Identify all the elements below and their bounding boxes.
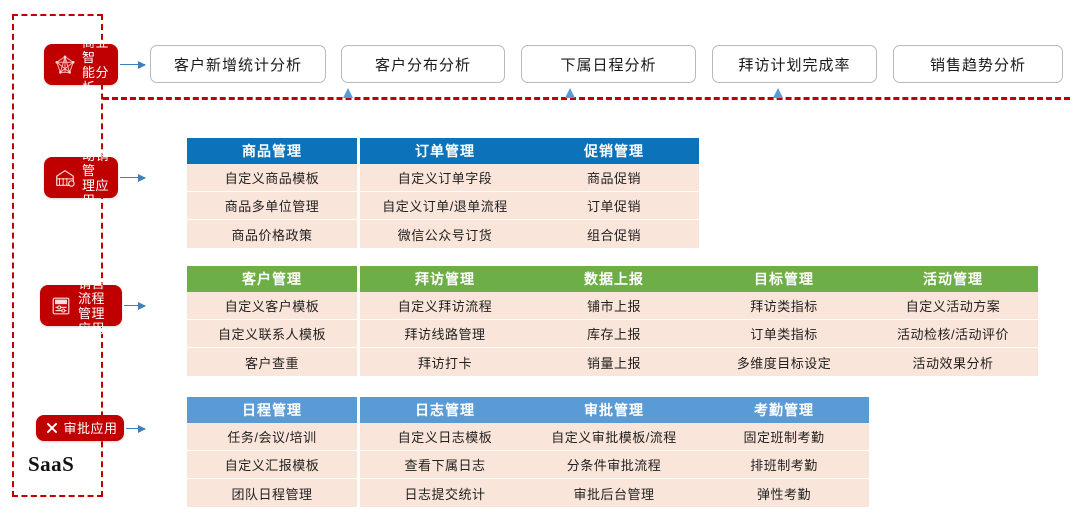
module-column-data-report: 数据上报 铺市上报 库存上报 销量上报 [529,266,699,376]
column-item[interactable]: 自定义日志模板 [360,423,530,451]
analysis-pill-3[interactable]: 拜访计划完成率 [712,45,877,83]
column-item[interactable]: 拜访线路管理 [360,320,530,348]
column-item[interactable]: 商品促销 [529,164,699,192]
column-item[interactable]: 活动效果分析 [868,348,1038,376]
analysis-pill-2[interactable]: 下属日程分析 [521,45,696,83]
column-item[interactable]: 排班制考勤 [699,451,869,479]
module-column-approval-management: 审批管理 自定义审批模板/流程 分条件审批流程 审批后台管理 [529,397,699,507]
module-column-target-management: 目标管理 拜访类指标 订单类指标 多维度目标设定 [699,266,869,376]
badge-label: 销售流程 管理应用 [78,275,106,336]
column-item[interactable]: 销量上报 [529,348,699,376]
column-item[interactable]: 查看下属日志 [360,451,530,479]
column-item[interactable]: 自定义汇报模板 [187,451,357,479]
horizontal-dashed-divider [103,97,1070,100]
connector-arrow-approval [126,424,146,433]
column-item[interactable]: 分条件审批流程 [529,451,699,479]
up-arrow-icon-2 [565,88,575,98]
column-header: 日志管理 [360,397,530,423]
module-column-activity-management: 活动管理 自定义活动方案 活动检核/活动评价 活动效果分析 [868,266,1038,376]
module-column-order-management: 订单管理 自定义订单字段 自定义订单/退单流程 微信公众号订货 [360,138,530,248]
column-item[interactable]: 铺市上报 [529,292,699,320]
column-item[interactable]: 审批后台管理 [529,479,699,507]
column-header: 拜访管理 [360,266,530,292]
badge-label: 商业智 能分析 [82,34,110,95]
analysis-pill-0[interactable]: 客户新增统计分析 [150,45,326,83]
column-item[interactable]: 自定义拜访流程 [360,292,530,320]
module-column-customer-management: 客户管理 自定义客户模板 自定义联系人模板 客户查重 [187,266,357,376]
analysis-pill-1[interactable]: 客户分布分析 [341,45,505,83]
module-column-journal-management: 日志管理 自定义日志模板 查看下属日志 日志提交统计 [360,397,530,507]
badge-sales-process[interactable]: 销售流程 管理应用 [40,276,122,336]
column-item[interactable]: 组合促销 [529,220,699,248]
column-item[interactable]: 自定义商品模板 [187,164,357,192]
column-header: 数据上报 [529,266,699,292]
column-item[interactable]: 多维度目标设定 [699,348,869,376]
module-column-attendance-management: 考勤管理 固定班制考勤 排班制考勤 弹性考勤 [699,397,869,507]
column-item[interactable]: 商品多单位管理 [187,192,357,220]
connector-arrow-sales [124,301,146,310]
column-item[interactable]: 自定义客户模板 [187,292,357,320]
cross-mark-icon [43,419,61,437]
column-item[interactable]: 固定班制考勤 [699,423,869,451]
badge-trade-management[interactable]: 动销管 理应用 [44,148,118,208]
column-item[interactable]: 弹性考勤 [699,479,869,507]
badge-label: 审批应用 [63,420,118,436]
column-item[interactable]: 团队日程管理 [187,479,357,507]
up-arrow-icon-3 [773,88,783,98]
column-header: 商品管理 [187,138,357,164]
analysis-pill-4[interactable]: 销售趋势分析 [893,45,1063,83]
column-item[interactable]: 订单类指标 [699,320,869,348]
network-graph-icon [52,52,78,78]
column-item[interactable]: 拜访类指标 [699,292,869,320]
column-item[interactable]: 活动检核/活动评价 [868,320,1038,348]
column-header: 审批管理 [529,397,699,423]
column-item[interactable]: 商品价格政策 [187,220,357,248]
module-column-product-management: 商品管理 自定义商品模板 商品多单位管理 商品价格政策 [187,138,357,248]
store-house-icon [52,165,78,191]
column-item[interactable]: 库存上报 [529,320,699,348]
module-column-schedule-management: 日程管理 任务/会议/培训 自定义汇报模板 团队日程管理 [187,397,357,507]
connector-arrow-bi [120,60,146,69]
column-item[interactable]: 微信公众号订货 [360,220,530,248]
column-item[interactable]: 客户查重 [187,348,357,376]
column-header: 订单管理 [360,138,530,164]
column-header: 活动管理 [868,266,1038,292]
column-header: 客户管理 [187,266,357,292]
column-item[interactable]: 任务/会议/培训 [187,423,357,451]
column-item[interactable]: 拜访打卡 [360,348,530,376]
saas-label: SaaS [28,452,75,476]
column-header: 目标管理 [699,266,869,292]
connector-arrow-trade [120,173,146,182]
module-column-promotion-management: 促销管理 商品促销 订单促销 组合促销 [529,138,699,248]
column-item[interactable]: 自定义订单字段 [360,164,530,192]
column-header: 促销管理 [529,138,699,164]
badge-label: 动销管 理应用 [82,147,110,208]
badge-approval-app[interactable]: 审批应用 [36,415,124,441]
column-item[interactable]: 自定义联系人模板 [187,320,357,348]
column-item[interactable]: 订单促销 [529,192,699,220]
column-item[interactable]: 自定义审批模板/流程 [529,423,699,451]
up-arrow-icon-1 [343,88,353,98]
column-item[interactable]: 自定义活动方案 [868,292,1038,320]
badge-business-intelligence[interactable]: 商业智 能分析 [44,35,118,95]
column-item[interactable]: 日志提交统计 [360,479,530,507]
sale-tag-icon [48,293,74,319]
column-item[interactable]: 自定义订单/退单流程 [360,192,530,220]
column-header: 日程管理 [187,397,357,423]
saas-boundary [12,14,103,497]
module-column-visit-management: 拜访管理 自定义拜访流程 拜访线路管理 拜访打卡 [360,266,530,376]
column-header: 考勤管理 [699,397,869,423]
